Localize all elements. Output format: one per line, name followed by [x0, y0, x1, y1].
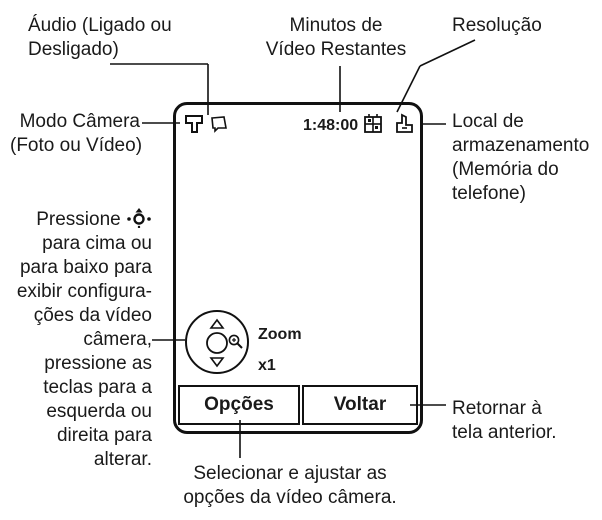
nav-key-icon[interactable] [183, 308, 253, 383]
phone-screen [173, 102, 423, 434]
zoom-value: x1 [258, 357, 276, 374]
resolution-label: Resolução [452, 15, 542, 36]
storage-icon [394, 113, 416, 140]
camera-mode-label: Modo Câmera(Foto ou Vídeo) [10, 111, 143, 156]
back-softkey[interactable]: Voltar [302, 385, 418, 425]
camera-mode-icon [184, 114, 204, 139]
zoom-label: Zoom [258, 326, 302, 343]
resolution-icon [363, 114, 383, 139]
video-time-remaining: 1:48:00 [303, 117, 359, 134]
zoom-magnifier-icon [228, 334, 244, 355]
options-softkey[interactable]: Opções [178, 385, 300, 425]
audio-icon [210, 115, 228, 138]
press-first-line: Pressione [10, 208, 152, 232]
nav-key-icon [126, 208, 152, 229]
press-instructions: Pressione para cima ou para baixo para e… [10, 208, 152, 472]
